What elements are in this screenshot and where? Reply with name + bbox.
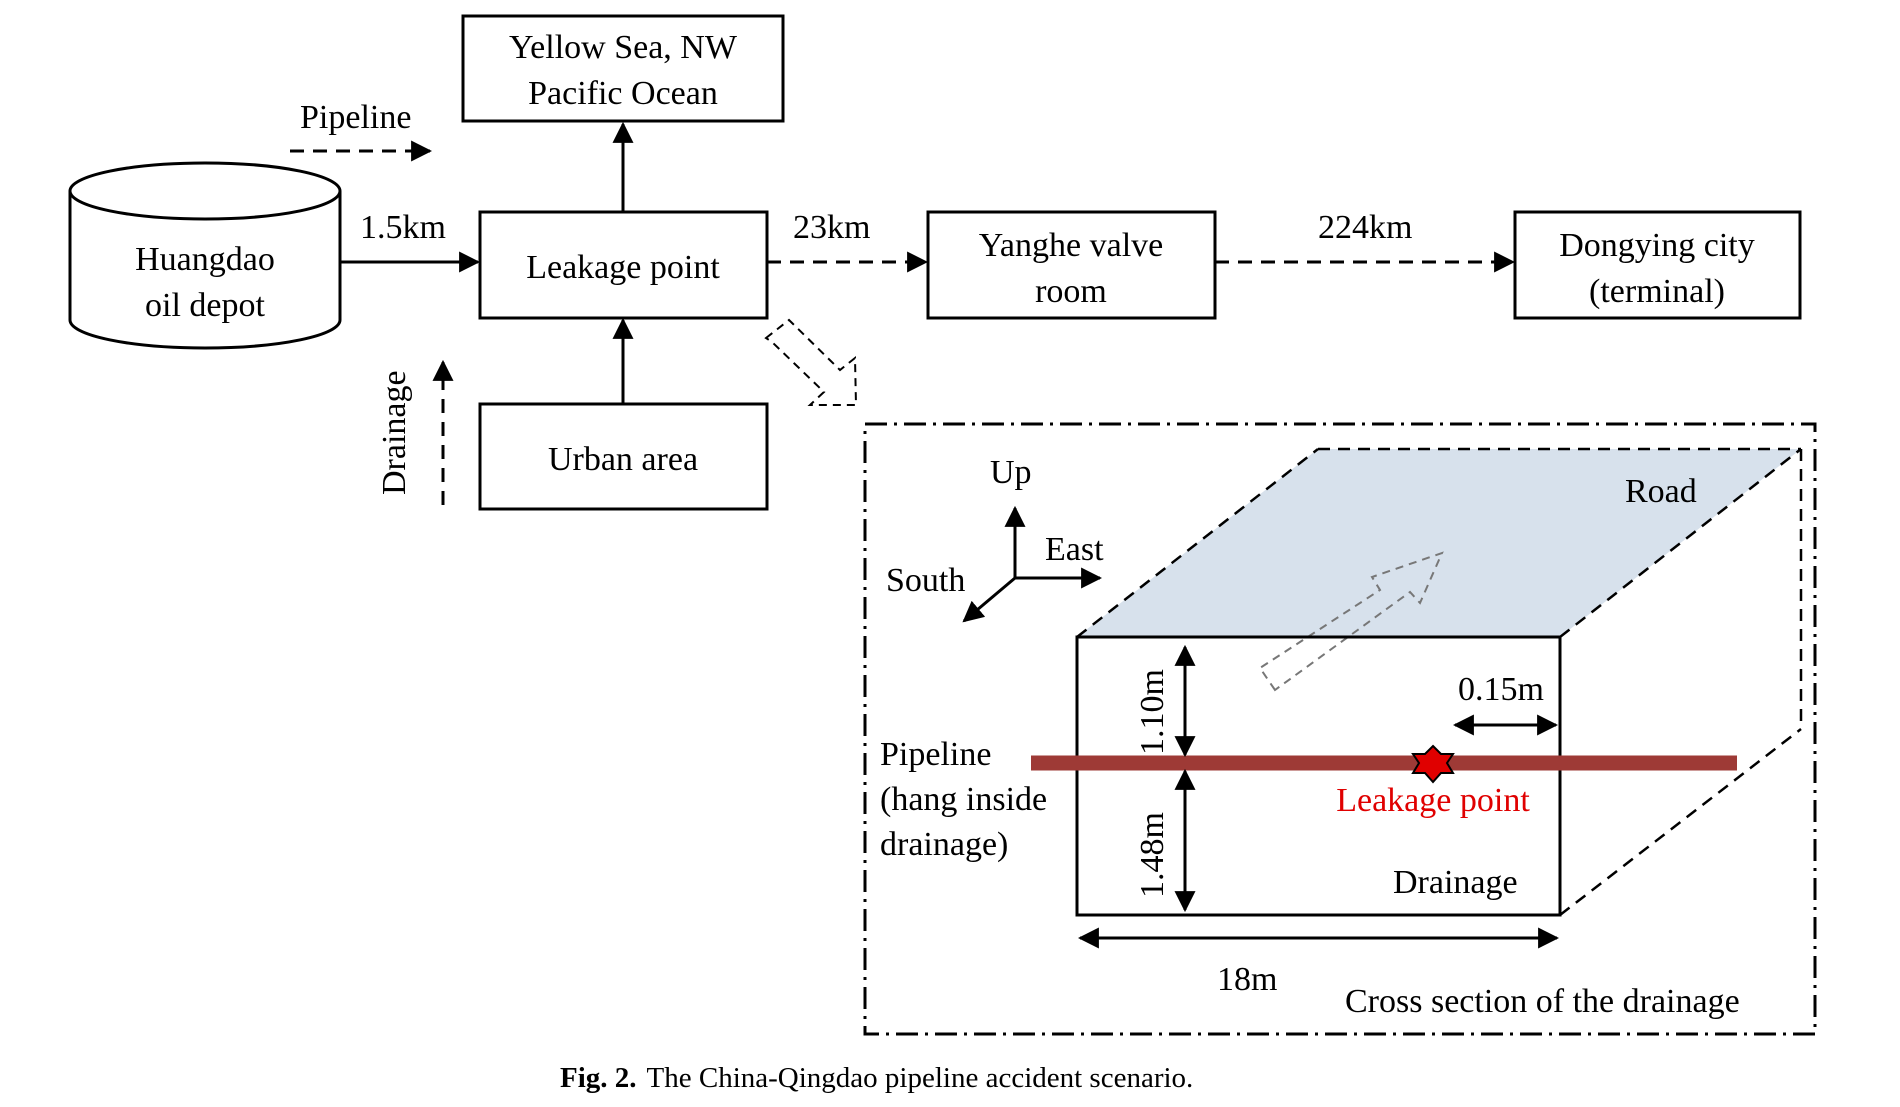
- leak-star-icon: [1411, 744, 1455, 784]
- valve-room-node: Yanghe valve room: [926, 210, 1217, 320]
- road-edge-left: [1076, 448, 1319, 638]
- valve-label-line2: room: [1035, 273, 1107, 310]
- flow-direction-arrow: [1258, 551, 1444, 692]
- zoom-arrow: [764, 318, 858, 406]
- oil-depot-node: Huangdao oil depot: [68, 161, 342, 350]
- pipeline-label-line3: drainage): [880, 826, 1008, 863]
- leakage-point-label: Leakage point: [1336, 782, 1530, 819]
- figure-caption: Fig. 2. The China-Qingdao pipeline accide…: [560, 1062, 1193, 1094]
- caption-label: Fig. 2.: [560, 1062, 637, 1094]
- pipeline-label-line1: Pipeline: [880, 736, 991, 773]
- road-edge-right: [1559, 448, 1802, 638]
- compass-south-label: South: [886, 562, 965, 599]
- yellow-sea-node: Yellow Sea, NW Pacific Ocean: [461, 14, 785, 123]
- valve-label-line1: Yanghe valve: [979, 227, 1163, 264]
- dongying-label-line1: Dongying city: [1559, 227, 1754, 264]
- dim-top-label: 1.10m: [1134, 669, 1171, 755]
- cross-section-face: [1075, 635, 1562, 917]
- dim-bottom-label: 1.48m: [1134, 812, 1171, 898]
- dongying-node: Dongying city (terminal): [1513, 210, 1802, 320]
- caption-text: The China-Qingdao pipeline accident scen…: [647, 1062, 1194, 1094]
- depot-label-line1: Huangdao: [135, 241, 275, 278]
- pipeline-label-line2: (hang inside: [880, 781, 1047, 818]
- dim-width-label: 18m: [1217, 961, 1277, 998]
- section-title: Cross section of the drainage: [1345, 983, 1740, 1020]
- drainage-label: Drainage: [1393, 864, 1518, 901]
- box-bottom-depth-edge: [1559, 728, 1802, 916]
- urban-area-node: Urban area: [478, 402, 769, 511]
- dist-leak-valve-label: 23km: [793, 209, 870, 246]
- dist-depot-leak-label: 1.5km: [360, 209, 446, 246]
- leakage-point-node: Leakage point: [478, 210, 769, 320]
- urban-node-label: Urban area: [548, 441, 698, 478]
- road-label: Road: [1625, 473, 1697, 510]
- legend-pipeline-label: Pipeline: [300, 99, 411, 136]
- sea-label-line1: Yellow Sea, NW: [509, 29, 738, 66]
- dim-offset-label: 0.15m: [1458, 671, 1544, 708]
- sea-label-line2: Pacific Ocean: [528, 75, 718, 112]
- legend-drainage-label: Drainage: [376, 370, 413, 495]
- leakage-node-label: Leakage point: [526, 249, 720, 286]
- detail-panel-frame: [863, 422, 1817, 1036]
- compass: Up East South: [886, 454, 1104, 623]
- compass-south-arrow: [962, 576, 1016, 623]
- compass-up-label: Up: [990, 454, 1032, 491]
- dongying-label-line2: (terminal): [1589, 273, 1725, 310]
- depot-label-line2: oil depot: [145, 287, 265, 324]
- dist-valve-dongying-label: 224km: [1318, 209, 1412, 246]
- compass-east-label: East: [1045, 531, 1104, 568]
